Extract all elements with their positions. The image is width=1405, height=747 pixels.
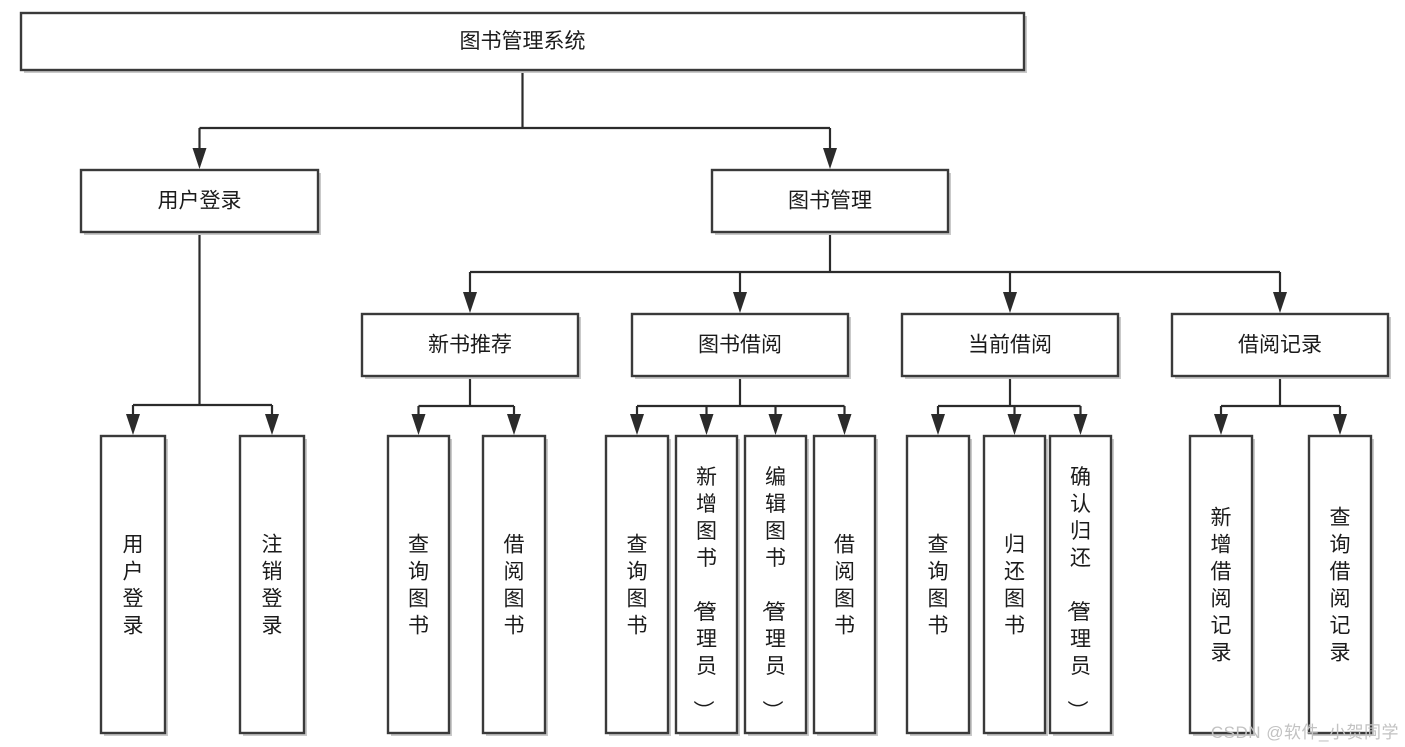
arrow-head-icon <box>1214 414 1228 435</box>
node-login[interactable]: 用户登录 <box>79 168 321 235</box>
node-newbook[interactable]: 新书推荐 <box>360 312 581 379</box>
node-label: 查询图书 <box>408 534 429 638</box>
node-label: 查询图书 <box>627 534 648 638</box>
arrow-head-icon <box>265 414 279 435</box>
node-box[interactable] <box>99 434 167 735</box>
node-leaf-edit-book[interactable]: 编辑图书（管理员） <box>743 434 809 736</box>
node-box[interactable] <box>812 434 877 735</box>
node-box[interactable] <box>79 168 320 234</box>
node-box[interactable] <box>481 434 547 735</box>
node-box[interactable] <box>905 434 971 735</box>
node-box[interactable] <box>900 312 1120 378</box>
node-leaf-borrow-book-1[interactable]: 借阅图书 <box>481 434 548 736</box>
arrow-head-icon <box>463 292 477 313</box>
arrow-head-icon <box>837 414 852 435</box>
node-label: 借阅图书 <box>504 534 525 638</box>
node-label: 借阅图书 <box>834 534 855 638</box>
node-label: 新增图书（管理员） <box>691 466 717 721</box>
arrow-head-icon <box>1273 292 1287 313</box>
node-label: 确认归还（管理员） <box>1065 466 1091 721</box>
node-leaf-add-record[interactable]: 新增借阅记录 <box>1188 434 1255 736</box>
node-leaf-confirm-return[interactable]: 确认归还（管理员） <box>1048 434 1114 736</box>
node-label: 借阅记录 <box>1238 334 1322 357</box>
node-bookmgmt[interactable]: 图书管理 <box>710 168 951 235</box>
watermark-text: CSDN @软件_小贺同学 <box>1210 723 1399 742</box>
node-box[interactable] <box>1307 434 1373 735</box>
arrow-head-icon <box>192 148 207 169</box>
node-box[interactable] <box>19 11 1026 72</box>
node-label: 用户登录 <box>123 534 144 638</box>
node-label: 用户登录 <box>158 190 242 213</box>
node-borrow[interactable]: 图书借阅 <box>630 312 851 379</box>
node-box[interactable] <box>604 434 670 735</box>
arrow-head-icon <box>630 414 644 435</box>
node-leaf-logout[interactable]: 注销登录 <box>238 434 307 736</box>
node-label: 图书管理系统 <box>460 30 586 53</box>
arrow-head-icon <box>411 414 426 435</box>
node-label: 查询图书 <box>928 534 949 638</box>
node-current[interactable]: 当前借阅 <box>900 312 1121 379</box>
node-label: 当前借阅 <box>968 334 1052 357</box>
node-record[interactable]: 借阅记录 <box>1170 312 1391 379</box>
node-box[interactable] <box>386 434 451 735</box>
arrow-head-icon <box>823 148 837 169</box>
node-box[interactable] <box>1188 434 1254 735</box>
node-label: 查询借阅记录 <box>1330 507 1351 665</box>
node-box[interactable] <box>1170 312 1390 378</box>
node-leaf-query-book-1[interactable]: 查询图书 <box>386 434 452 736</box>
arrow-head-icon <box>733 292 747 313</box>
node-label: 新书推荐 <box>428 334 512 357</box>
arrow-head-icon <box>126 414 140 435</box>
node-label: 图书借阅 <box>698 334 782 357</box>
node-leaf-query-book-2[interactable]: 查询图书 <box>604 434 671 736</box>
arrow-head-icon <box>1073 414 1088 435</box>
node-label: 图书管理 <box>788 190 872 213</box>
node-leaf-borrow-book-2[interactable]: 借阅图书 <box>812 434 878 736</box>
node-label: 编辑图书（管理员） <box>760 466 786 721</box>
node-layer: 图书管理系统用户登录图书管理新书推荐图书借阅当前借阅借阅记录用户登录注销登录查询… <box>19 11 1391 736</box>
node-box[interactable] <box>1048 434 1113 735</box>
node-leaf-query-record[interactable]: 查询借阅记录 <box>1307 434 1374 736</box>
node-label: 注销登录 <box>262 534 283 638</box>
node-box[interactable] <box>630 312 850 378</box>
node-box[interactable] <box>743 434 808 735</box>
arrow-head-icon <box>1333 414 1347 435</box>
arrow-head-icon <box>1007 414 1022 435</box>
node-label: 新增借阅记录 <box>1211 507 1232 665</box>
arrow-head-icon <box>507 414 521 435</box>
arrow-head-icon <box>768 414 783 435</box>
node-box[interactable] <box>360 312 580 378</box>
node-leaf-return-book[interactable]: 归还图书 <box>982 434 1048 736</box>
node-label: 归还图书 <box>1004 534 1025 638</box>
node-box[interactable] <box>982 434 1047 735</box>
edge-layer <box>126 70 1347 435</box>
node-box[interactable] <box>674 434 739 735</box>
node-box[interactable] <box>710 168 950 234</box>
node-root[interactable]: 图书管理系统 <box>19 11 1027 73</box>
arrow-head-icon <box>699 414 714 435</box>
node-leaf-query-book-3[interactable]: 查询图书 <box>905 434 972 736</box>
node-leaf-user-login[interactable]: 用户登录 <box>99 434 168 736</box>
arrow-head-icon <box>931 414 945 435</box>
arrow-head-icon <box>1003 292 1017 313</box>
node-box[interactable] <box>238 434 306 735</box>
node-leaf-add-book[interactable]: 新增图书（管理员） <box>674 434 740 736</box>
